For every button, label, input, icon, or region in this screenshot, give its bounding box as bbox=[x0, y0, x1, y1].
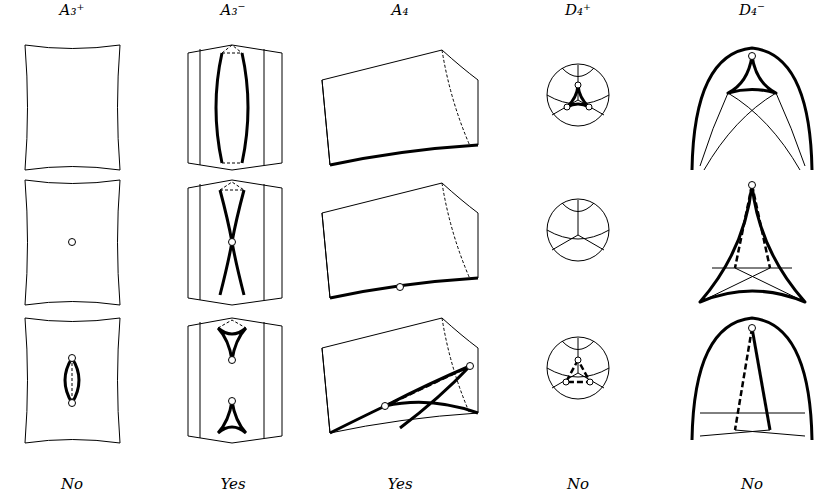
column-label: D₄⁺ bbox=[565, 2, 591, 19]
column-label: A₄ bbox=[392, 2, 409, 19]
answer-label: No bbox=[61, 476, 83, 493]
answer-label: No bbox=[567, 476, 589, 493]
answer-label: Yes bbox=[387, 476, 412, 493]
column-label: A₃⁺ bbox=[60, 2, 85, 19]
answer-label: Yes bbox=[220, 476, 245, 493]
column-label: A₃⁻ bbox=[221, 2, 246, 19]
answer-label: No bbox=[741, 476, 763, 493]
column-label: D₄⁻ bbox=[739, 2, 765, 19]
